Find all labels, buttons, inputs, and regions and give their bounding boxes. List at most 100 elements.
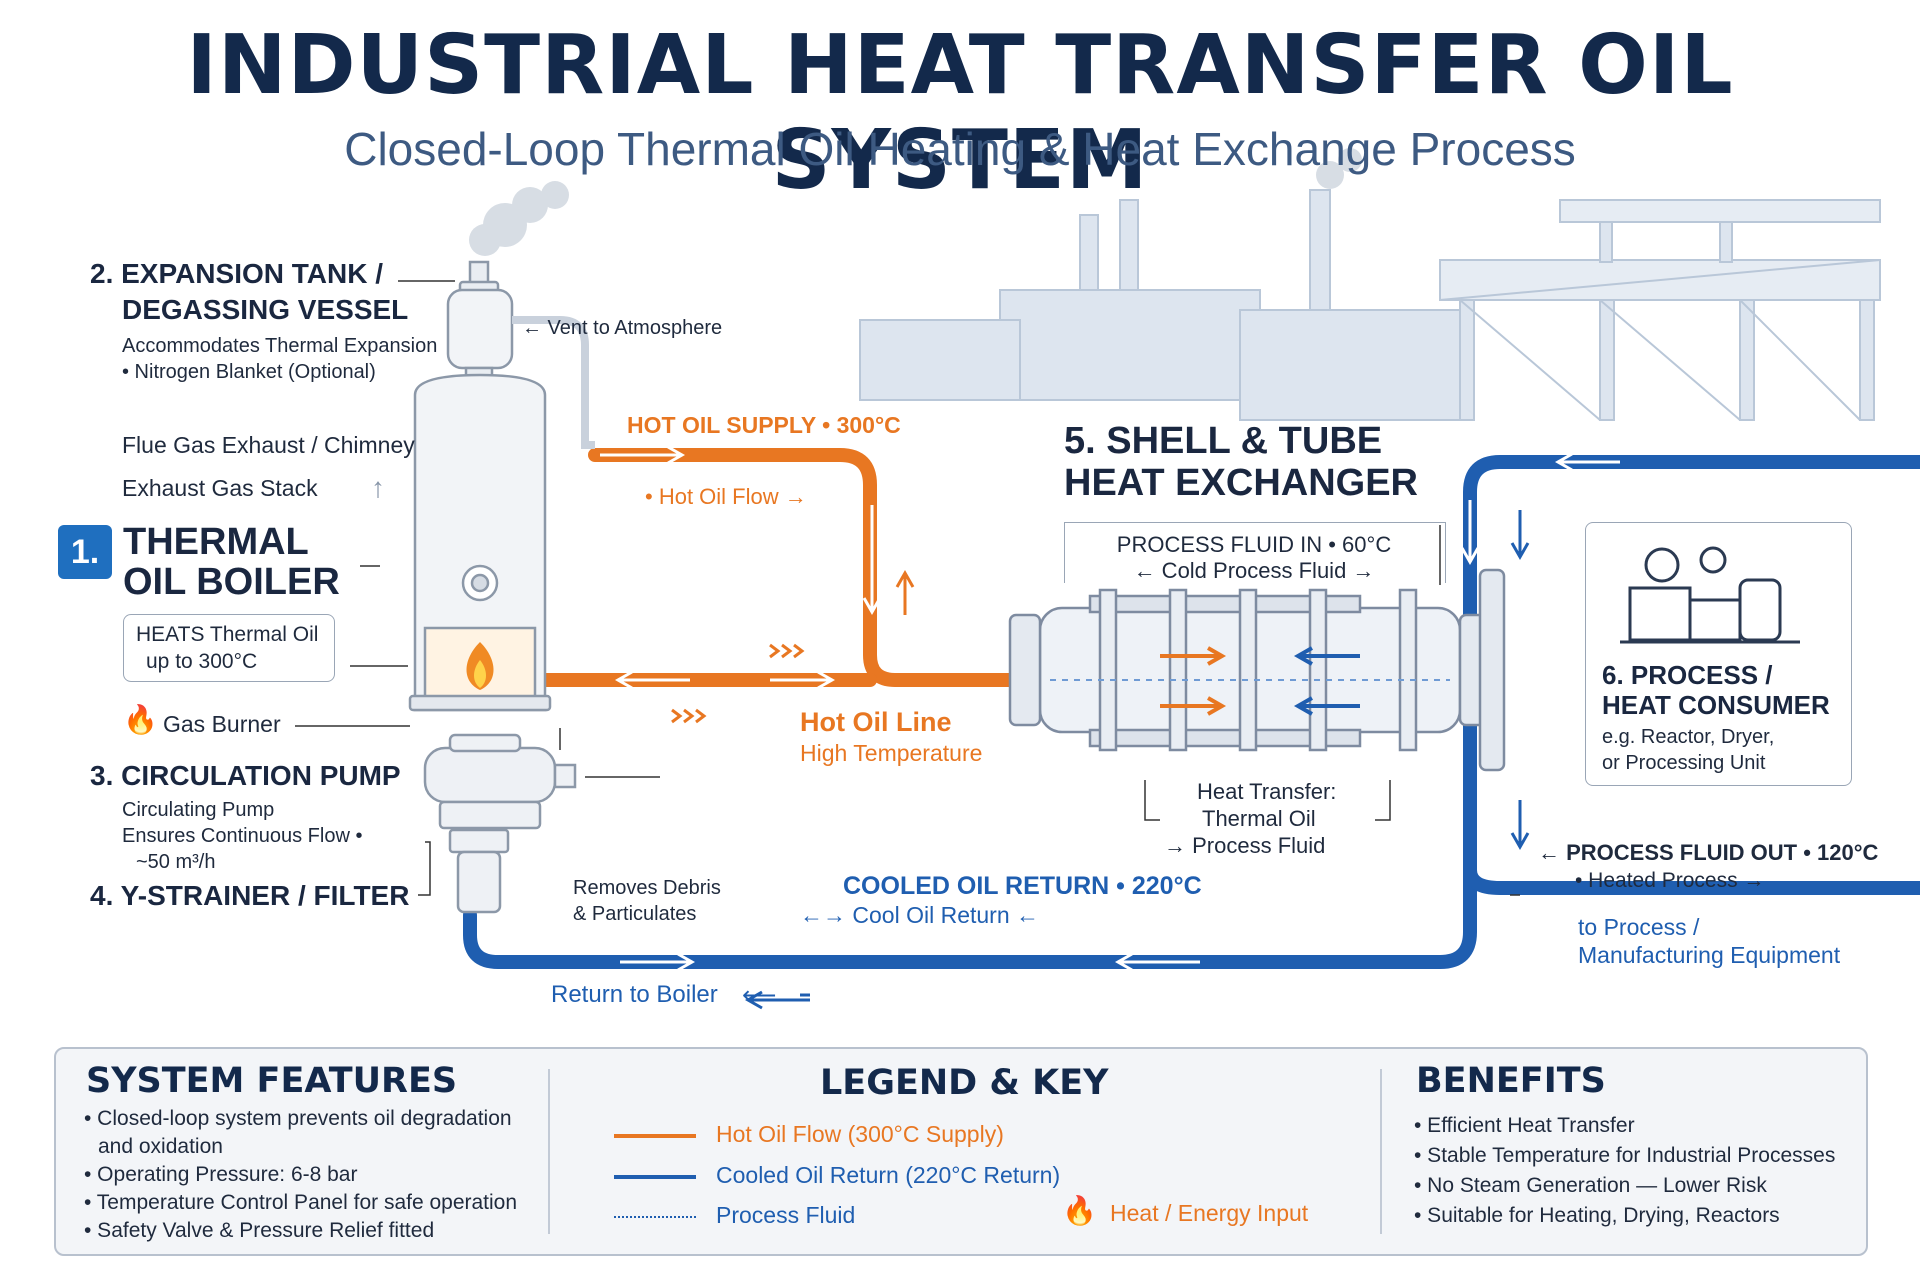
benefits-item: • Suitable for Heating, Drying, Reactors [1414, 1204, 1780, 1227]
return-arrow-icon: ⟵ [742, 982, 777, 1009]
boiler-desc-box: HEATS Thermal Oil up to 300°C [123, 614, 335, 682]
legend-hot-swatch [614, 1134, 696, 1138]
legend-title: LEGEND & KEY [820, 1063, 1109, 1103]
fluid-in-line1: PROCESS FLUID IN • 60°C [1116, 532, 1392, 557]
strainer-desc-line1: Removes Debris [573, 877, 721, 899]
exchanger-title-line1: 5. SHELL & TUBE [1064, 420, 1383, 462]
page-subtitle: Closed-Loop Thermal Oil Heating & Heat E… [344, 123, 1576, 175]
features-title: SYSTEM FEATURES [86, 1061, 458, 1101]
heat-transfer-line3: → Process Fluid [1164, 833, 1326, 858]
process-consumer-icon [1620, 546, 1800, 644]
smoke-plume [469, 148, 1362, 256]
consumer-desc-line1: e.g. Reactor, Dryer, [1602, 726, 1775, 748]
leader-lines [295, 280, 1520, 896]
exchanger-title-line2: HEAT EXCHANGER [1064, 462, 1418, 504]
page-title: INDUSTRIAL HEAT TRANSFER OIL SYSTEM [186, 18, 1734, 208]
exchanger-title: 5. SHELL & TUBE HEAT EXCHANGER [1064, 420, 1418, 504]
legend-process-label: Process Fluid [716, 1202, 856, 1228]
expansion-tank-title-line2: DEGASSING VESSEL [122, 294, 409, 325]
heat-transfer-line2: Thermal Oil [1202, 806, 1316, 831]
expansion-tank-desc-line2: • Nitrogen Blanket (Optional) [122, 361, 376, 383]
benefits-item: • No Steam Generation — Lower Risk [1414, 1174, 1767, 1197]
boiler-desc-line1: HEATS Thermal Oil [136, 623, 319, 646]
expansion-tank-desc: Accommodates Thermal Expansion • Nitroge… [122, 333, 437, 385]
burner-label: Gas Burner [163, 711, 281, 737]
process-consumer-box [1585, 522, 1852, 786]
features-item: • Safety Valve & Pressure Relief fitted [84, 1219, 435, 1242]
fluid-in-label: PROCESS FLUID IN • 60°C ← Cold Process F… [1064, 532, 1444, 584]
pump-desc-line2: Ensures Continuous Flow • [122, 825, 363, 847]
consumer-desc-line2: or Processing Unit [1602, 752, 1766, 774]
flame-icon [466, 642, 494, 690]
panel-divider-1 [548, 1069, 550, 1234]
cooled-return-label: COOLED OIL RETURN • 220°C [843, 872, 1202, 900]
expansion-tank-title-line1: 2. EXPANSION TANK / [90, 258, 384, 289]
legend-flame-icon: 🔥 [1062, 1195, 1097, 1226]
expansion-tank [446, 260, 595, 449]
factory-skyline [859, 189, 1881, 421]
burner-flame-icon: 🔥 [123, 704, 158, 735]
process-out-label: ← PROCESS FLUID OUT • 120°C [1538, 840, 1879, 865]
y-strainer [448, 828, 510, 914]
heat-transfer-line1: Heat Transfer: [1197, 779, 1337, 804]
flue-label-2: Exhaust Gas Stack [122, 475, 318, 501]
chevron-marks [671, 643, 805, 724]
consumer-title-line2: HEAT CONSUMER [1602, 690, 1830, 720]
cooled-oil-pipe [463, 455, 1920, 969]
pump-desc-line3: ~50 m³/h [136, 851, 216, 873]
to-process-line2: Manufacturing Equipment [1578, 942, 1841, 968]
pump-desc: Circulating Pump Ensures Continuous Flow… [122, 797, 362, 875]
vent-label: ← Vent to Atmosphere [522, 317, 723, 339]
features-list: • Closed-loop system prevents oil degrad… [84, 1105, 517, 1245]
flow-arrows [600, 445, 1620, 1010]
benefits-list: • Efficient Heat Transfer • Stable Tempe… [1414, 1111, 1835, 1231]
features-item: • Closed-loop system prevents oil degrad… [84, 1107, 512, 1130]
process-out-sub: • Heated Process → [1575, 869, 1765, 892]
pump-title: 3. CIRCULATION PUMP [90, 760, 401, 791]
fluid-in-bracket [1064, 522, 1446, 583]
info-panel: SYSTEM FEATURES • Closed-loop system pre… [54, 1047, 1868, 1256]
return-to-boiler-label: Return to Boiler [551, 981, 718, 1008]
boiler-badge: 1. [58, 525, 112, 579]
flue-label-1: Flue Gas Exhaust / Chimney [122, 432, 415, 458]
consumer-title-line1: 6. PROCESS / [1602, 660, 1773, 690]
strainer-title: 4. Y-STRAINER / FILTER [90, 880, 410, 911]
strainer-desc-line2: & Particulates [573, 903, 697, 925]
hot-line-label: Hot Oil Line [800, 707, 952, 737]
benefits-item: • Stable Temperature for Industrial Proc… [1414, 1144, 1836, 1167]
legend-hot-label: Hot Oil Flow (300°C Supply) [716, 1121, 1004, 1147]
heat-transfer-label: Heat Transfer: Thermal Oil → Process Flu… [1160, 778, 1336, 859]
expansion-tank-title: 2. EXPANSION TANK / DEGASSING VESSEL [90, 256, 408, 328]
exchanger-internal-flow [1050, 646, 1450, 716]
panel-divider-2 [1380, 1069, 1382, 1234]
legend-process-swatch [614, 1216, 696, 1218]
boiler-title-line2: OIL BOILER [123, 561, 340, 603]
expansion-tank-desc-line1: Accommodates Thermal Expansion [122, 335, 438, 357]
features-item: • Operating Pressure: 6-8 bar [84, 1163, 358, 1186]
boiler-title-line1: THERMAL [123, 521, 309, 563]
fluid-in-line2: ← Cold Process Fluid → [1133, 558, 1375, 583]
legend-heat-label: Heat / Energy Input [1110, 1200, 1309, 1226]
benefits-item: • Efficient Heat Transfer [1414, 1114, 1635, 1137]
boiler-title: THERMAL OIL BOILER [123, 522, 340, 602]
consumer-desc: e.g. Reactor, Dryer, or Processing Unit [1602, 724, 1774, 776]
up-arrow-icon: ↑ [371, 472, 385, 503]
to-process-label: to Process / Manufacturing Equipment [1578, 913, 1840, 969]
legend-cool-label: Cooled Oil Return (220°C Return) [716, 1162, 1061, 1188]
to-process-line1: to Process / [1578, 914, 1700, 940]
hot-line-sub: High Temperature [800, 740, 983, 766]
heat-exchanger [1008, 568, 1506, 772]
features-item: • Temperature Control Panel for safe ope… [84, 1191, 518, 1214]
pump-desc-line1: Circulating Pump [122, 799, 275, 821]
hot-supply-label: HOT OIL SUPPLY • 300°C [627, 412, 901, 438]
features-item: and oxidation [98, 1135, 223, 1158]
boiler-desc-line2: up to 300°C [146, 650, 258, 673]
legend-cool-swatch [614, 1175, 696, 1179]
consumer-title: 6. PROCESS / HEAT CONSUMER [1602, 660, 1830, 720]
cooled-return-sub: ←→ Cool Oil Return ← [800, 902, 1040, 928]
benefits-title: BENEFITS [1416, 1061, 1606, 1101]
circulation-pump [423, 733, 577, 830]
strainer-desc: Removes Debris & Particulates [573, 875, 721, 927]
hot-flow-label: • Hot Oil Flow → [645, 484, 807, 509]
